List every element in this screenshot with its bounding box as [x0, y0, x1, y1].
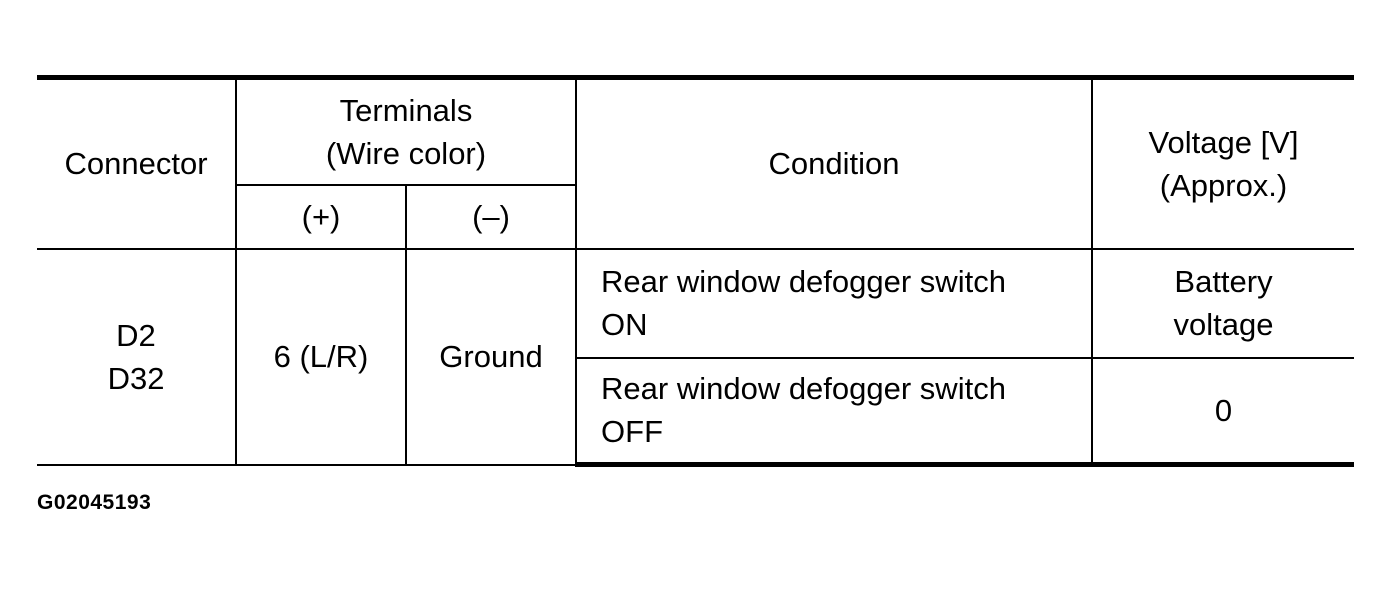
data-row-2: Rear window defogger switch OFF 0 — [37, 356, 1355, 467]
cell-terminal-plus: 6 (L/R) — [235, 247, 407, 466]
data-row-1: D2 D32 6 (L/R) Ground Rear window defogg… — [37, 247, 1355, 466]
cell-condition-on: Rear window defogger switch ON — [575, 247, 1094, 359]
header-connector: Connector — [37, 75, 237, 250]
header-row-2: (+) (–) — [37, 183, 1354, 250]
header-wire-color-label: (Wire color) — [325, 135, 487, 171]
connector-d2: D2 — [116, 317, 156, 353]
header-approx-label: (Approx.) — [1159, 167, 1288, 203]
cell-connector: D2 D32 — [37, 247, 237, 466]
figure-id: G02045193 — [37, 491, 152, 514]
voltage-off-value: 0 — [1214, 392, 1233, 428]
cell-terminal-minus: Ground — [404, 247, 578, 466]
condition-on-line1: Rear window defogger switch — [601, 264, 1006, 299]
voltage-on-line2: voltage — [1173, 307, 1274, 342]
connector-d32: D32 — [107, 360, 165, 396]
terminal-minus-value: Ground — [439, 339, 543, 374]
cell-voltage-off: 0 — [1091, 356, 1355, 467]
terminal-plus-value: 6 (L/R) — [273, 339, 369, 374]
condition-off-line2: OFF — [601, 414, 664, 450]
cell-condition-off: Rear window defogger switch OFF — [575, 356, 1094, 467]
condition-on-line2: ON — [601, 307, 648, 342]
header-condition-label: Condition — [768, 146, 900, 182]
condition-off-line1: Rear window defogger switch — [601, 371, 1006, 407]
header-terminal-minus: (–) — [404, 183, 578, 250]
header-voltage: Voltage [V] (Approx.) — [1091, 75, 1355, 250]
header-terminal-plus: (+) — [235, 183, 407, 250]
header-terminal-plus-label: (+) — [301, 199, 341, 234]
header-connector-label: Connector — [64, 146, 208, 182]
voltage-spec-table: Connector Terminals (Wire color) Conditi… — [37, 75, 1355, 467]
header-terminals: Terminals (Wire color) — [234, 75, 578, 186]
header-terminal-minus-label: (–) — [472, 199, 510, 234]
cell-voltage-on: Battery voltage — [1091, 247, 1355, 359]
header-voltage-label: Voltage [V] — [1148, 124, 1299, 160]
header-row-1: Connector Terminals (Wire color) Conditi… — [37, 75, 1355, 250]
header-terminals-label: Terminals — [339, 92, 473, 128]
header-condition: Condition — [575, 75, 1094, 250]
voltage-on-line1: Battery — [1174, 264, 1273, 299]
